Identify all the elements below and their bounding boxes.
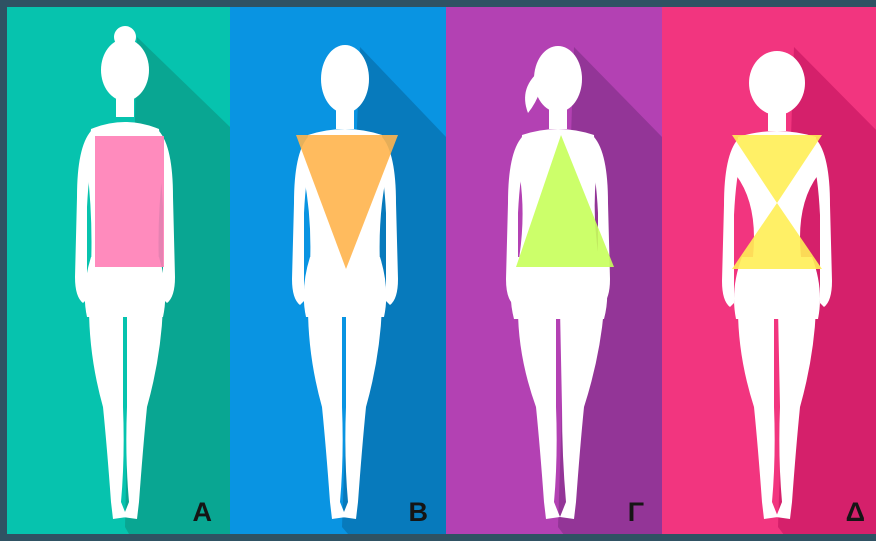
panel-inverted-triangle: B bbox=[230, 7, 446, 541]
panel-label: A bbox=[193, 499, 213, 526]
panel-hourglass-art bbox=[662, 7, 876, 541]
rectangle-overlay bbox=[95, 136, 164, 267]
panel-rectangle-art bbox=[7, 7, 230, 541]
panel-label: Δ bbox=[846, 499, 865, 526]
panel-label: Γ bbox=[628, 499, 644, 526]
panel-inverted-triangle-art bbox=[230, 7, 446, 541]
panel-rectangle: A bbox=[7, 7, 230, 541]
panel-triangle-art bbox=[446, 7, 662, 541]
panel-hourglass: Δ bbox=[662, 7, 876, 541]
panel-label: B bbox=[409, 499, 429, 526]
panel-triangle: Γ bbox=[446, 7, 662, 541]
